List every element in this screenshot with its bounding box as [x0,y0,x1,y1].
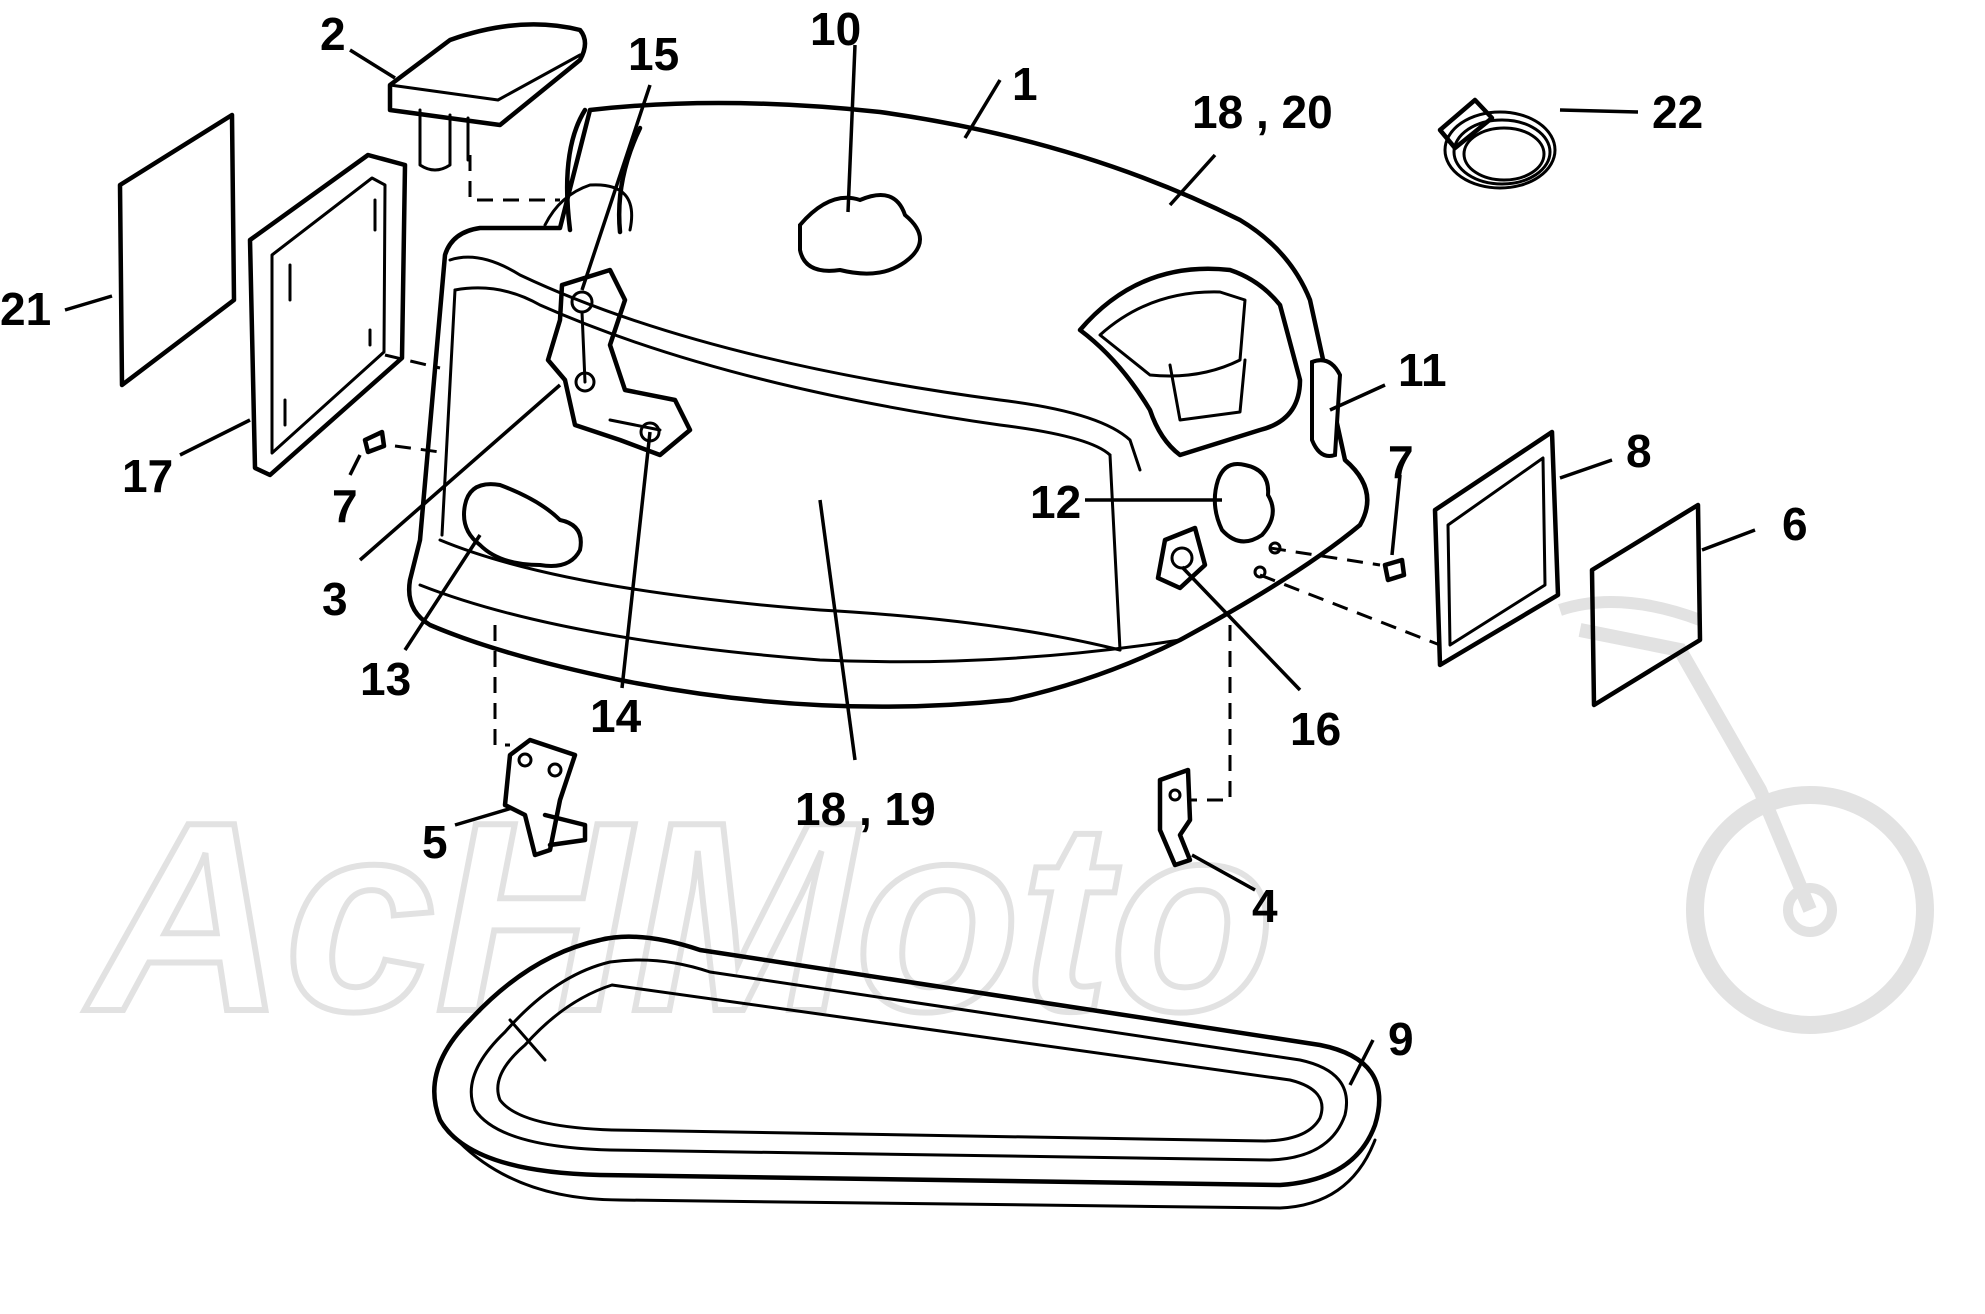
part-16-latch [1155,525,1208,591]
part-17-frame [247,152,408,478]
part-12-foam [1212,462,1275,544]
callout-14: 14 [590,690,642,742]
watermark-bar [1558,596,1703,626]
part-21-decal [117,112,237,388]
callouts: 1 2 3 4 5 6 7 7 8 9 10 11 12 13 14 15 16… [0,3,1808,1065]
watermark-wheel [1686,786,1934,1034]
callout-5: 5 [422,816,448,868]
part-9-seal [432,934,1382,1210]
callout-8: 8 [1626,425,1652,477]
part-6-decal [1589,502,1703,708]
part-10-foam [798,193,922,276]
part-3-bracket [545,267,693,458]
callout-18-20: 18 , 20 [1192,86,1333,138]
callout-15: 15 [628,28,679,80]
callout-22: 22 [1652,86,1703,138]
watermark-fork [1578,623,1817,913]
callout-9: 9 [1388,1013,1414,1065]
part-13-foam [462,482,583,568]
part-2-cover [387,22,588,172]
assembly-lines [384,155,1441,802]
callout-12: 12 [1030,476,1081,528]
part-22-cable [1437,97,1557,190]
callout-17: 17 [122,450,173,502]
leader-lines [64,44,1756,1086]
callout-11: 11 [1398,344,1447,396]
callout-1: 1 [1012,58,1038,110]
callout-13: 13 [360,653,411,705]
callout-6: 6 [1782,498,1808,550]
callout-7-left: 7 [332,480,358,532]
part-1-cowl [406,100,1370,709]
part-8-frame [1432,429,1561,668]
callout-10: 10 [810,3,861,55]
watermark: AcHMoto [79,596,1934,1071]
part-4-bracket [1157,767,1193,868]
watermark-hub [1783,883,1837,937]
callout-21: 21 [0,283,51,335]
part-11-strip [1310,358,1343,458]
callout-4: 4 [1252,880,1278,932]
callout-7-right: 7 [1388,436,1414,488]
callout-18-19: 18 , 19 [795,783,936,835]
callout-2: 2 [320,8,346,60]
callout-16: 16 [1290,703,1341,755]
callout-3: 3 [322,573,348,625]
watermark-text: AcHMoto [82,767,1275,1068]
